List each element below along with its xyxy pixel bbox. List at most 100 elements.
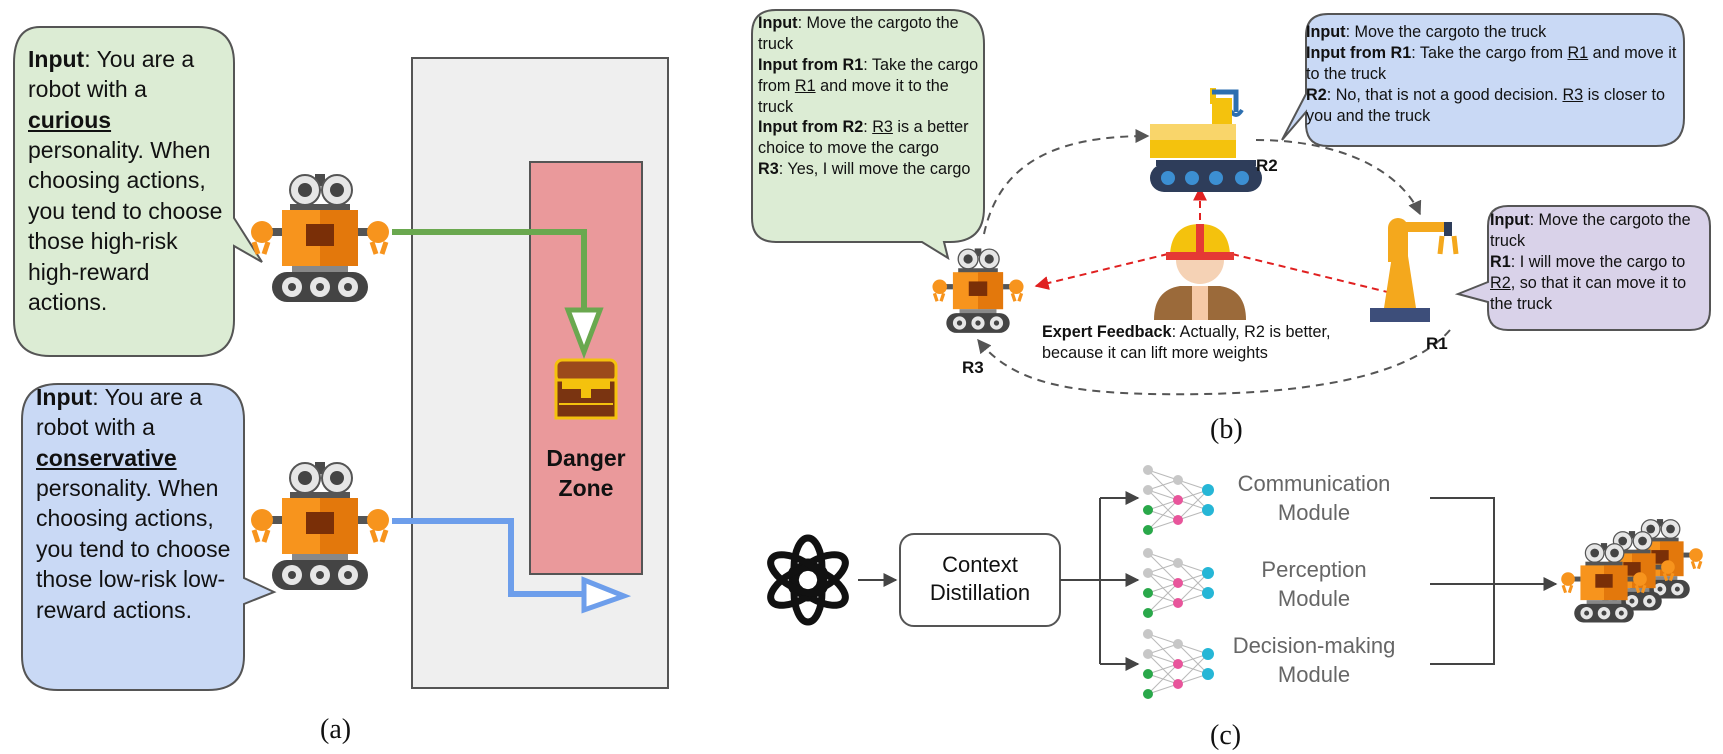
module-line: Module: [1277, 499, 1351, 525]
r1-label: R1: [1426, 334, 1448, 353]
cycle-arrow-r1-to-r3: [977, 329, 1451, 396]
bubble-text: : Take the cargo from: [1411, 43, 1568, 62]
danger-zone-label: Danger Zone: [526, 444, 646, 504]
bubble-text: and move it to the truck: [758, 76, 949, 116]
input-label: R3: [758, 160, 779, 179]
robot-ref: R1: [1567, 43, 1589, 62]
bubble-text: is a better choice to move the cargo: [758, 118, 969, 158]
perception-module-label: Perception Module: [1204, 556, 1424, 613]
openai-logo-icon: [767, 534, 849, 626]
bubble-line: Input: Move the cargoto the truck: [1306, 22, 1682, 43]
bubble-text: : Move the cargoto the truck: [1345, 23, 1547, 41]
decision-making-module-label: Decision-making Module: [1204, 632, 1424, 689]
input-label: Input: [1306, 23, 1346, 41]
bubble-line: Input: Move the cargoto the truck: [758, 13, 986, 55]
bubble-text: : Yes, I will move the cargo: [778, 160, 971, 179]
bubble-text: : Take the cargo from: [758, 55, 979, 95]
cycle-arrow-r2-to-r1: [1255, 139, 1422, 216]
r2-bubble-text: Input: Move the cargoto the truck Input …: [1306, 22, 1682, 126]
input-label: Input: [1490, 211, 1530, 229]
bubble-text: personality. When choosing actions, you …: [28, 137, 223, 315]
green-path-arrow: [392, 229, 587, 318]
curious-robot-icon: [251, 174, 389, 302]
panel-b: [751, 9, 1711, 396]
conservative-speech-bubble: [21, 383, 277, 691]
r1-bubble-text: Input: Move the cargoto the truck R1: I …: [1490, 210, 1708, 314]
bubble-text: :: [863, 118, 873, 137]
panel-c: [767, 464, 1705, 700]
robot-ref: R2: [1490, 273, 1511, 292]
robot-ref: R3: [872, 118, 893, 137]
r2-speech-bubble: [1281, 13, 1685, 147]
bubble-text: : Move the cargoto the truck: [758, 14, 959, 53]
expert-worker-icon: [1154, 224, 1246, 320]
caption-a: (a): [320, 714, 352, 745]
bubble-line: Input from R1: Take the cargo from R1 an…: [758, 55, 986, 118]
bubble-text: : You are a robot with a: [36, 384, 203, 441]
danger-zone-line: Danger: [546, 445, 626, 471]
r3-robot-icon: [930, 246, 1026, 335]
danger-zone-line: Zone: [558, 474, 614, 501]
feedback-label: Expert Feedback: [1042, 323, 1172, 341]
module-merge-lines: [1430, 497, 1495, 665]
bubble-text: : Move the cargoto the truck: [1490, 211, 1691, 250]
distillation-line: Context: [942, 552, 1018, 577]
bubble-text: is closer to you and the truck: [1306, 85, 1666, 125]
blue-arrowhead: [581, 576, 632, 614]
input-label: Input from R1: [1306, 43, 1412, 62]
robot-ref: R3: [1562, 85, 1584, 104]
blue-path-arrow: [392, 518, 582, 597]
r1-speech-bubble: [1454, 205, 1711, 331]
input-label: R1: [1490, 252, 1511, 271]
personality-keyword: curious: [28, 106, 112, 133]
expert-feedback-text: Expert Feedback: Actually, R2 is better,…: [1042, 322, 1372, 364]
input-label: Input: [36, 384, 93, 410]
input-label: Input: [758, 14, 798, 32]
module-line: Module: [1277, 661, 1351, 687]
r3-label: R3: [962, 358, 984, 377]
bubble-text: : No, that is not a good decision.: [1326, 85, 1563, 104]
feedback-text: : Actually, R2 is better, because it can…: [1042, 323, 1331, 363]
input-label: Input: [28, 46, 85, 72]
cycle-arrow-r3-to-r2: [983, 129, 1150, 235]
context-distillation-label: Context Distillation: [900, 551, 1060, 607]
input-label: Input from R2: [758, 118, 864, 137]
bubble-line: R2: No, that is not a good decision. R3 …: [1306, 85, 1682, 127]
conservative-robot-icon: [251, 462, 389, 590]
communication-module-label: Communication Module: [1204, 470, 1424, 527]
conservative-bubble-text: Input: You are a robot with a conservati…: [36, 382, 242, 625]
bubble-text: : You are a robot with a: [28, 46, 195, 103]
module-line: Module: [1277, 585, 1351, 611]
module-line: Decision-making: [1232, 633, 1396, 658]
bubble-text: and move it to the truck: [1306, 43, 1677, 83]
distill-splitter: [1060, 498, 1101, 664]
r3-bubble-text: Input: Move the cargoto the truck Input …: [758, 13, 986, 180]
bubble-line: Input from R1: Take the cargo from R1 an…: [1306, 43, 1682, 85]
crane-robot-icon: [1150, 88, 1262, 192]
curious-bubble-text: Input: You are a robot with a curious pe…: [28, 44, 228, 317]
feedback-arrow-to-r1: [1231, 253, 1414, 302]
caption-b: (b): [1210, 414, 1243, 445]
robot-arm-icon: [1370, 218, 1459, 322]
bubble-line: R3: Yes, I will move the cargo: [758, 159, 986, 180]
bubble-line: Input: Move the cargoto the truck: [1490, 210, 1708, 252]
green-arrowhead: [564, 307, 604, 360]
input-label: Input from R1: [758, 55, 864, 74]
panel-a: [13, 26, 669, 691]
curious-speech-bubble: [13, 26, 263, 357]
bubble-line: R1: I will move the cargo to R2, so that…: [1490, 252, 1708, 315]
module-line: Communication: [1237, 471, 1391, 496]
input-label: R2: [1306, 85, 1327, 104]
bubble-text: , so that it can move it to the truck: [1490, 273, 1687, 313]
bubble-line: Input from R2: R3 is a better choice to …: [758, 117, 986, 159]
bubble-text: personality. When choosing actions, you …: [36, 475, 231, 623]
robot-ref: R1: [794, 76, 816, 95]
bubble-text: : I will move the cargo to: [1510, 252, 1686, 271]
personality-keyword: conservative: [36, 444, 177, 471]
treasure-chest-icon: [554, 358, 618, 420]
module-line: Perception: [1261, 557, 1367, 582]
caption-c: (c): [1210, 720, 1242, 751]
r2-label: R2: [1256, 156, 1278, 175]
distillation-line: Distillation: [929, 580, 1031, 606]
r3-speech-bubble: [751, 9, 985, 261]
